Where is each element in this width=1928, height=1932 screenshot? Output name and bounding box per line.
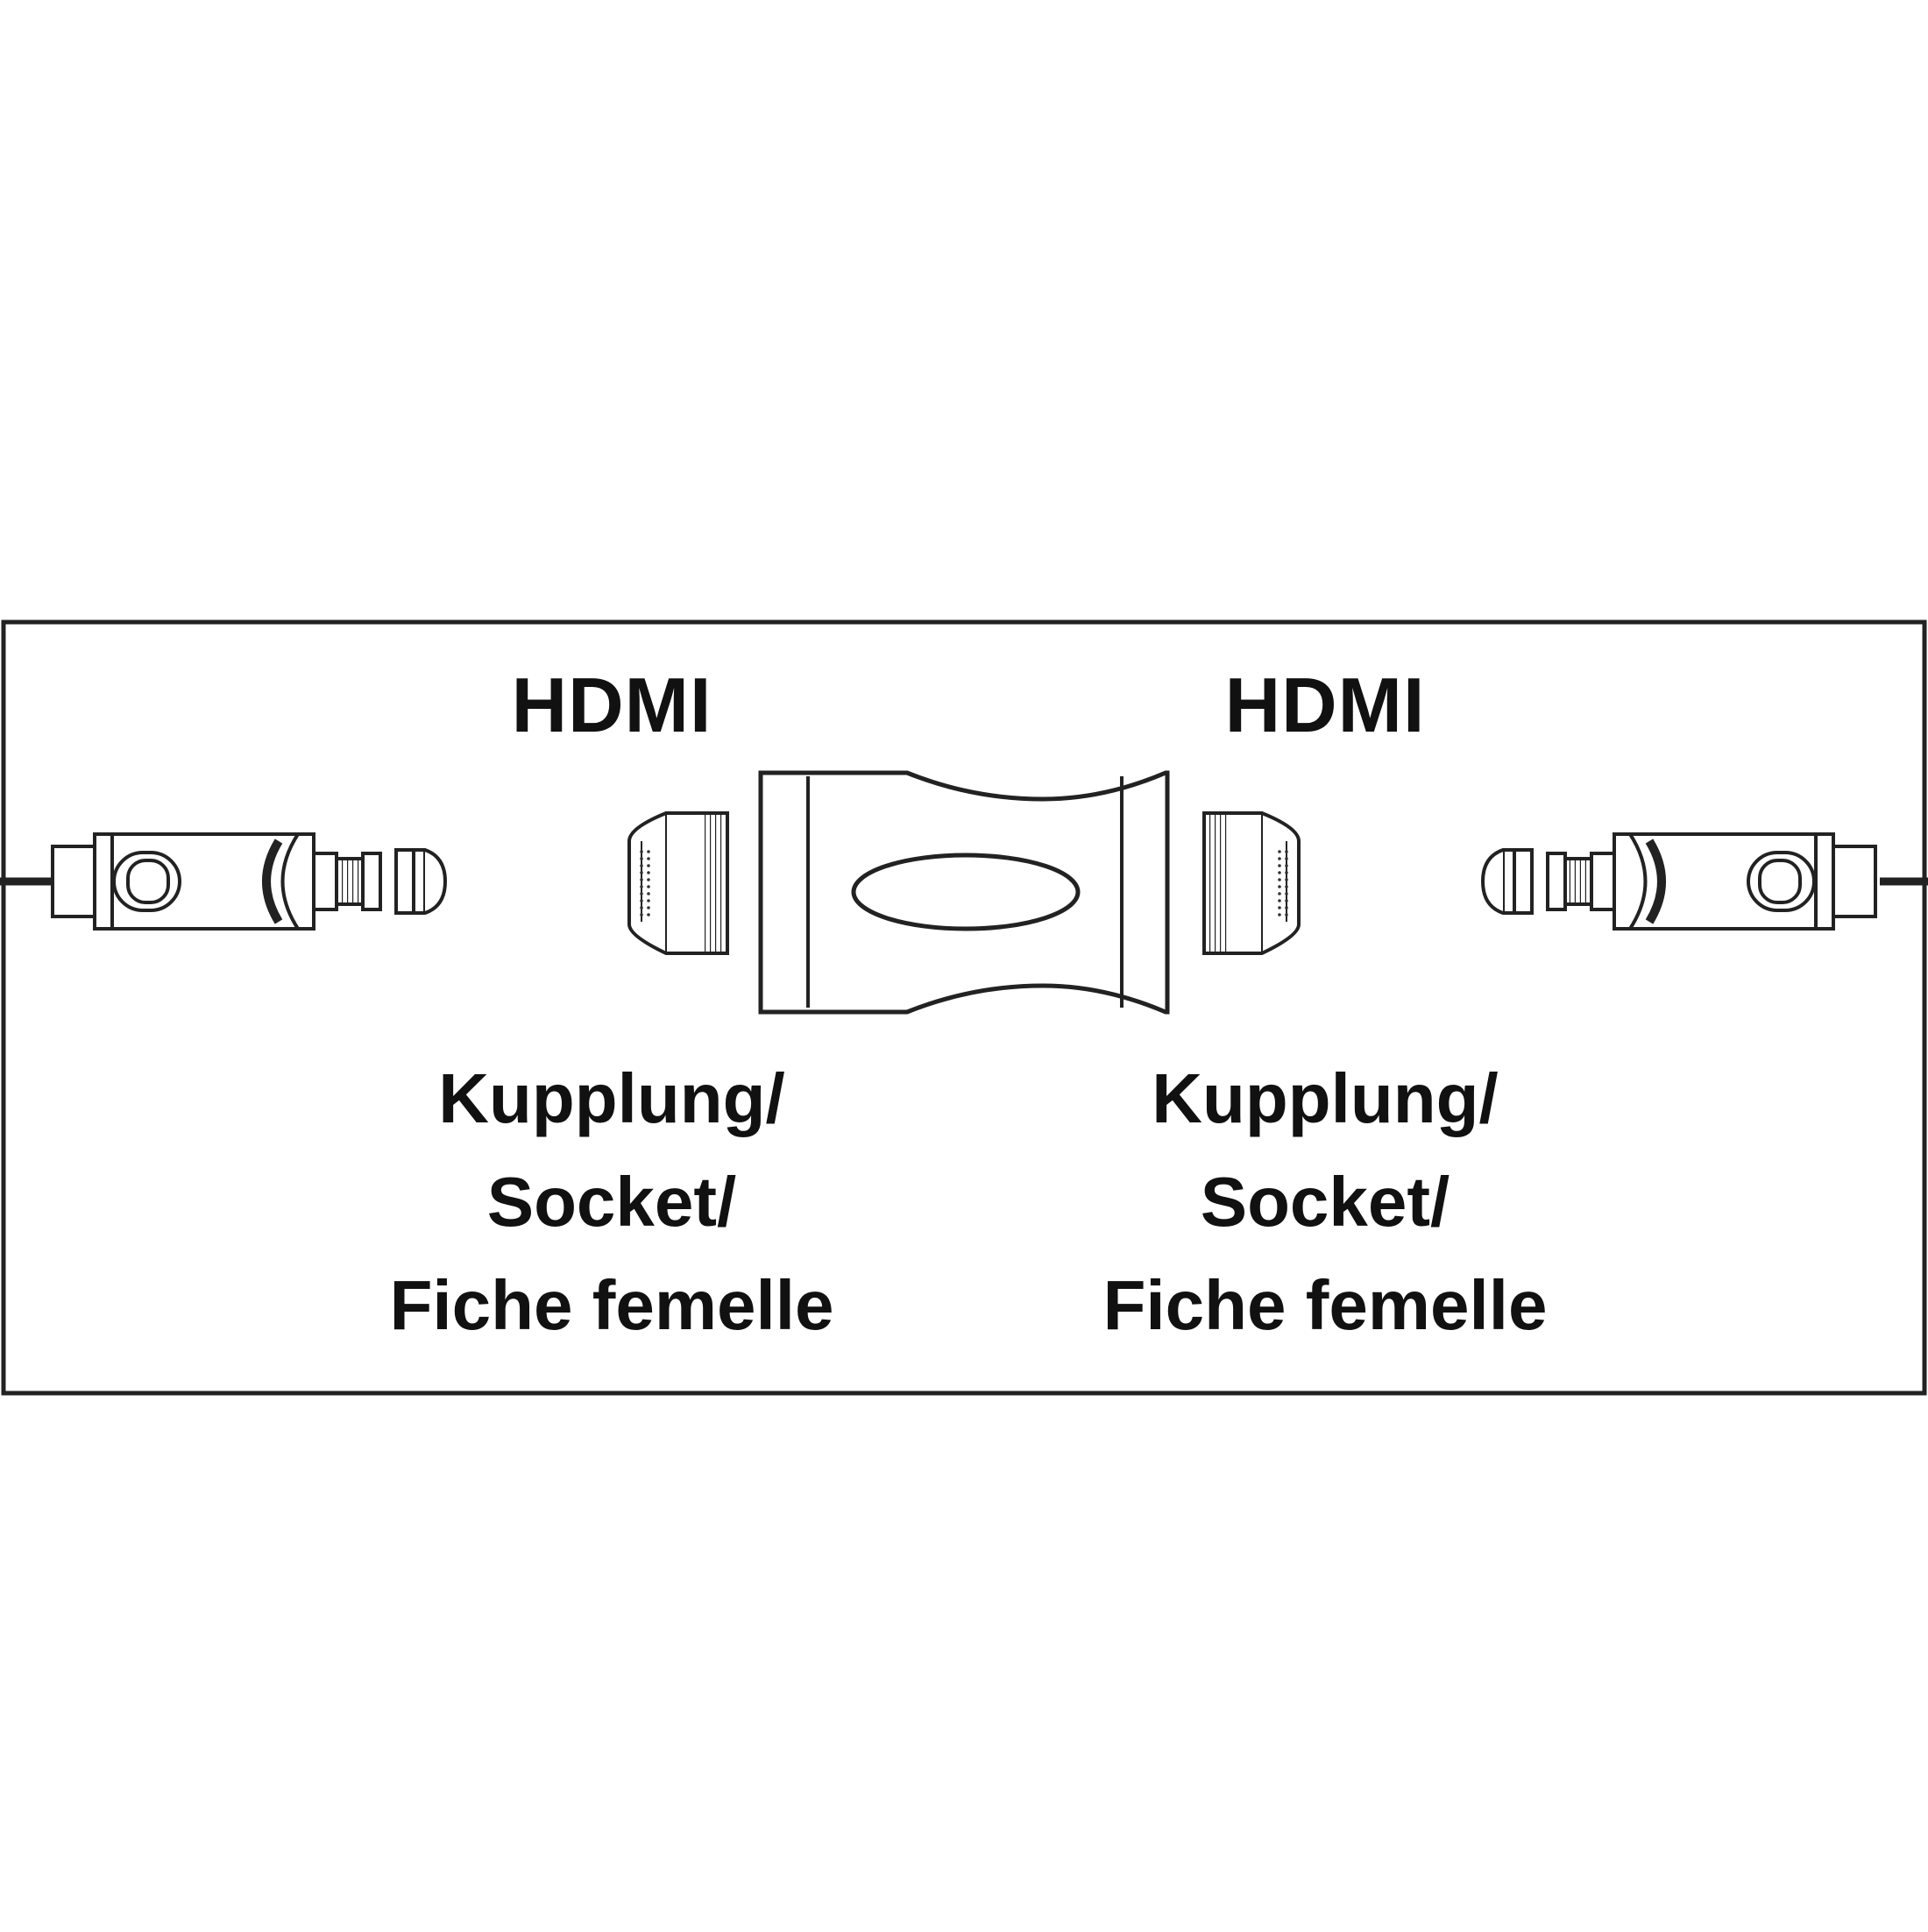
right-connector-label: HDMI — [1224, 662, 1426, 748]
right-description-line-3: Fiche femelle — [1102, 1266, 1548, 1344]
left-description-line-1: Kupplung/ — [438, 1059, 785, 1137]
right-description-line-1: Kupplung/ — [1152, 1059, 1499, 1137]
left-connector-label: HDMI — [511, 662, 712, 748]
left-hdmi-plug-icon — [51, 832, 448, 931]
hdmi-coupler-icon — [758, 770, 1170, 1015]
left-hdmi-socket-end-icon — [627, 811, 729, 955]
right-hdmi-socket-end-icon — [1202, 811, 1301, 955]
left-description-line-2: Socket/ — [486, 1163, 737, 1241]
right-description-line-2: Socket/ — [1200, 1163, 1450, 1241]
left-description-line-3: Fiche femelle — [389, 1266, 834, 1344]
right-hdmi-plug-icon — [1480, 832, 1877, 931]
left-connector-description: Kupplung/ Socket/ Fiche femelle — [331, 1047, 892, 1357]
right-connector-description: Kupplung/ Socket/ Fiche femelle — [1045, 1047, 1605, 1357]
diagram-frame — [1, 619, 1927, 1396]
